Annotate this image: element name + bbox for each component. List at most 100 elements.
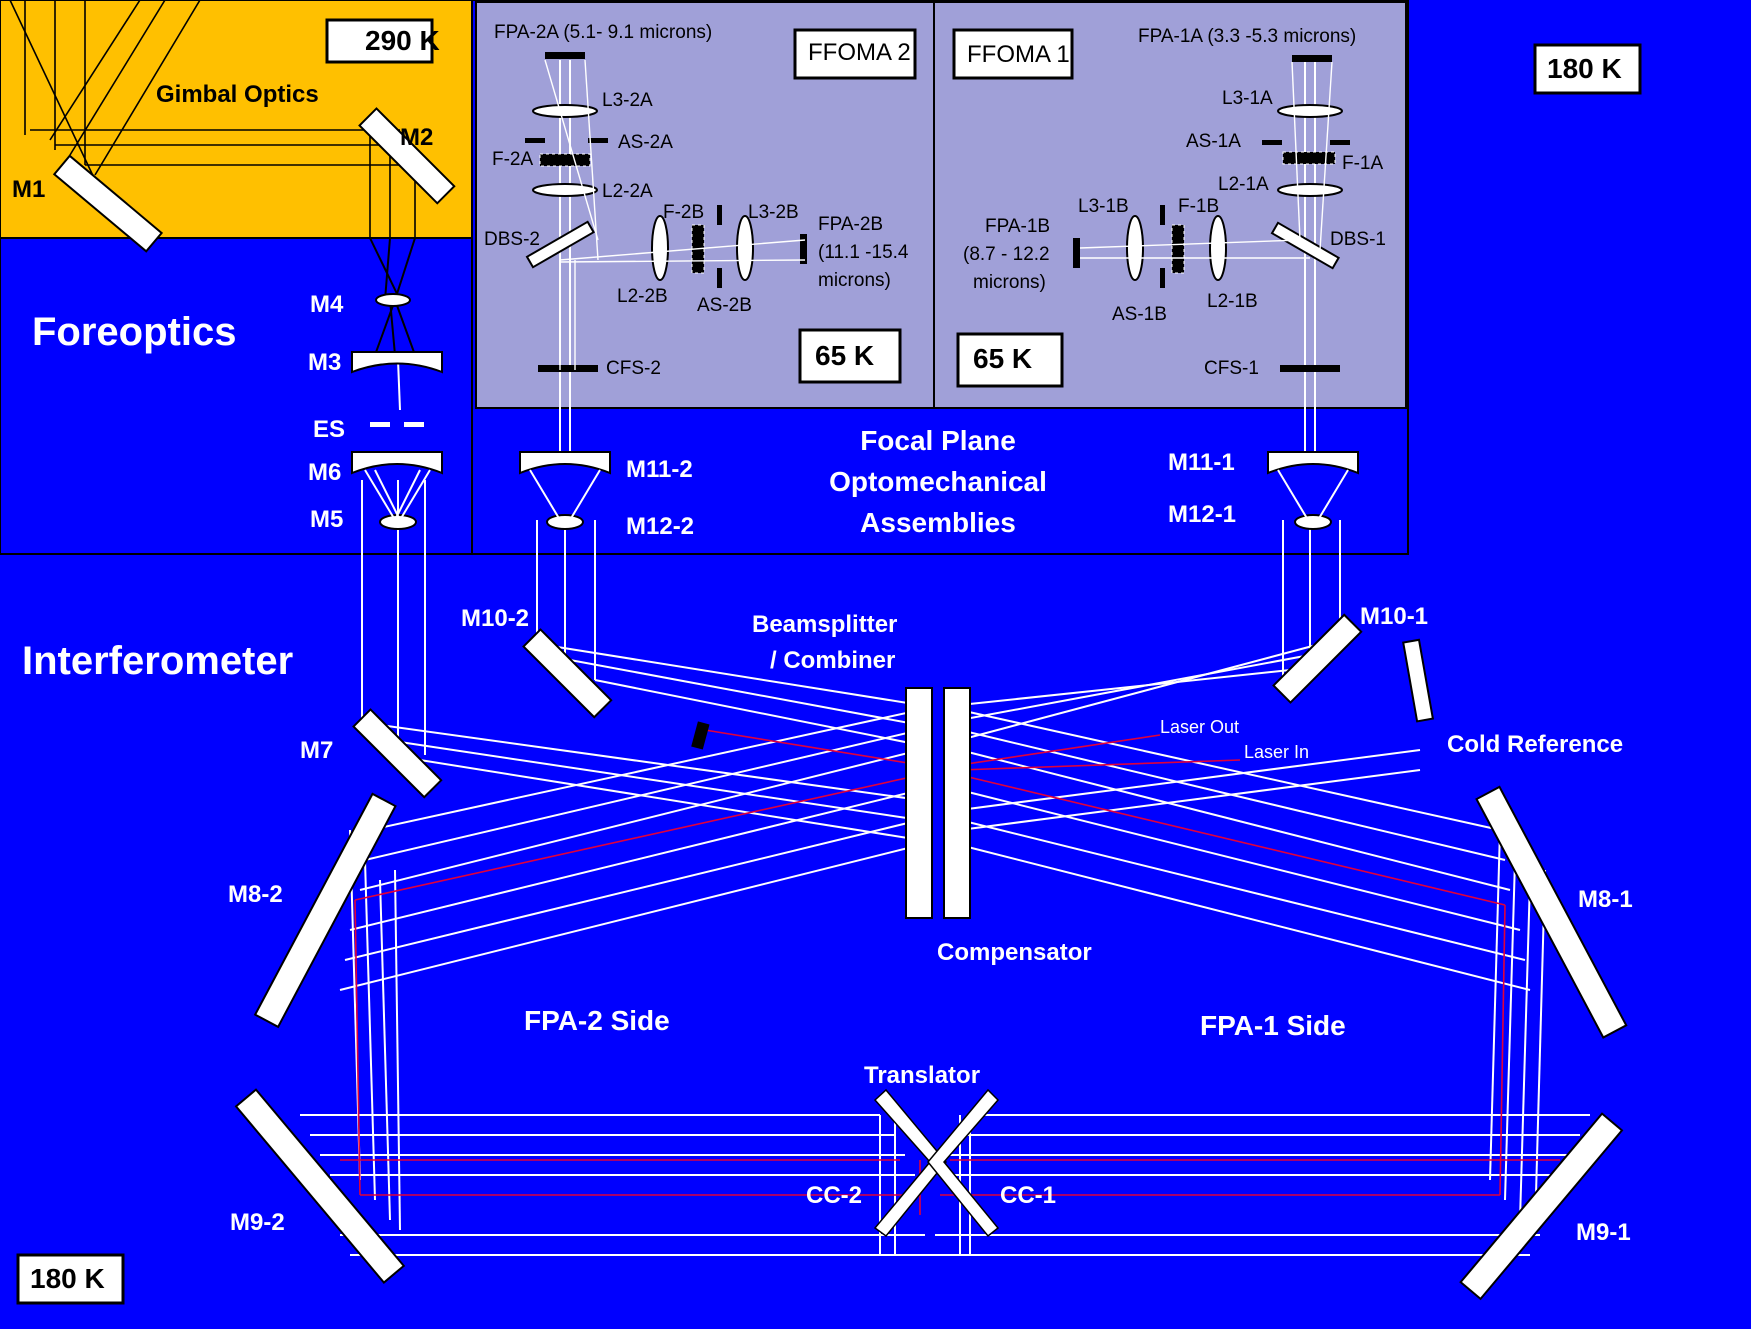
ffoma1-title-box xyxy=(952,28,1074,80)
laser-out-label: Laser Out xyxy=(1160,717,1239,737)
m3-mirror xyxy=(351,351,443,374)
laser-beams xyxy=(340,729,1560,1215)
as-1a-stop-right xyxy=(1330,140,1350,145)
ffoma1-temp-box xyxy=(956,332,1064,388)
m8-2-mirror xyxy=(253,792,397,1029)
as-1a-stop-left xyxy=(1262,140,1282,145)
m12-1-label: M12-1 xyxy=(1168,501,1236,528)
gimbal-temp-label: 290 K xyxy=(365,25,440,56)
l3-1a-lens xyxy=(1277,104,1343,118)
foreoptics-title: Foreoptics xyxy=(32,310,236,354)
m7-label: M7 xyxy=(300,737,333,764)
m4-mirror xyxy=(375,293,411,307)
m1-mirror xyxy=(52,154,164,253)
m11-2-label: M11-2 xyxy=(626,456,693,483)
gimbal-temp-box xyxy=(325,18,434,64)
fpa-1b-label-line1: FPA-1B xyxy=(985,216,1050,237)
m5-label: M5 xyxy=(310,506,343,533)
fpa-1a-detector xyxy=(1292,55,1332,62)
fpa-2b-label-line2: (11.1 -15.4 xyxy=(818,242,909,263)
l2-1a-lens xyxy=(1277,183,1343,197)
m10-1-mirror xyxy=(1272,613,1363,704)
interferometer-title: Interferometer xyxy=(22,639,293,683)
as-1b-stop-top xyxy=(1160,205,1165,225)
m6-label: M6 xyxy=(308,459,341,486)
m12-2-label: M12-2 xyxy=(626,513,694,540)
l2-1a-label: L2-1A xyxy=(1218,174,1269,195)
f-2b-label: F-2B xyxy=(663,202,704,223)
as-2a-label: AS-2A xyxy=(618,132,673,153)
focal-plane-title-line3: Assemblies xyxy=(860,507,1016,538)
f-1a-filter xyxy=(1282,151,1336,165)
beamsplitter-plate xyxy=(905,687,933,919)
ffoma1-title: FFOMA 1 xyxy=(967,41,1070,68)
m8-1-mirror xyxy=(1475,785,1628,1039)
l3-1b-lens xyxy=(1126,215,1144,281)
m9-2-mirror xyxy=(234,1088,406,1284)
m12-2-mirror xyxy=(546,514,584,530)
m7-mirror xyxy=(352,708,443,799)
m4-label: M4 xyxy=(310,291,344,318)
l3-2a-lens xyxy=(532,104,598,118)
cold-reference-label: Cold Reference xyxy=(1447,731,1623,758)
m8-2-label: M8-2 xyxy=(228,881,283,908)
f-1b-filter xyxy=(1171,224,1185,274)
m10-1-label: M10-1 xyxy=(1360,603,1428,630)
translator-corner-cubes xyxy=(873,1088,1000,1238)
m9-1-mirror xyxy=(1459,1112,1624,1301)
ffoma2-temp-label: 65 K xyxy=(815,340,874,371)
f-1a-label: F-1A xyxy=(1342,153,1384,174)
m8-1-label: M8-1 xyxy=(1578,886,1633,913)
as-2b-label: AS-2B xyxy=(697,295,752,316)
fpa-2a-label: FPA-2A (5.1- 9.1 microns) xyxy=(494,22,712,43)
laser-in-label: Laser In xyxy=(1244,742,1309,762)
translator-label: Translator xyxy=(864,1062,980,1089)
m11-1-mirror xyxy=(1267,451,1359,475)
m11-1-label: M11-1 xyxy=(1168,449,1235,476)
dbs-1-splitter xyxy=(1270,221,1340,270)
m2-mirror xyxy=(358,107,456,205)
cfs-2-stop xyxy=(538,365,598,372)
ffoma2-optics xyxy=(525,52,807,372)
m11-2-beams xyxy=(529,469,601,521)
fpa-2b-detector xyxy=(800,234,807,264)
focal-plane-title-line1: Focal Plane xyxy=(860,425,1016,456)
l2-2b-label: L2-2B xyxy=(617,286,668,307)
laser-source xyxy=(691,721,710,750)
gimbal-optics-title: Gimbal Optics xyxy=(156,81,319,108)
as-2a-stop-left xyxy=(525,138,545,143)
ffoma1-temp-label: 65 K xyxy=(973,343,1032,374)
cc-2-label: CC-2 xyxy=(806,1182,862,1209)
outer-temp-bottom-box xyxy=(16,1253,125,1305)
m9-1-label: M9-1 xyxy=(1576,1219,1631,1246)
outer-temp-bottom-label: 180 K xyxy=(30,1263,105,1294)
m3-label: M3 xyxy=(308,349,341,376)
outer-temp-top-box xyxy=(1533,43,1642,95)
as-1b-stop-bottom xyxy=(1160,268,1165,288)
ffoma2-title: FFOMA 2 xyxy=(808,39,911,66)
fpa-1b-label-line3: microns) xyxy=(973,272,1046,293)
l2-2b-lens xyxy=(651,215,669,281)
as-2b-stop-bottom xyxy=(717,268,722,288)
l3-2b-label: L3-2B xyxy=(748,202,799,223)
es-stop-left xyxy=(370,422,390,427)
dbs-1-label: DBS-1 xyxy=(1330,229,1386,250)
l2-2a-label: L2-2A xyxy=(602,181,653,202)
cfs-2-label: CFS-2 xyxy=(606,358,661,379)
gimbal-beams xyxy=(9,0,420,238)
ffoma1-optics xyxy=(1073,55,1350,372)
es-stop-right xyxy=(404,422,424,427)
fpa-2b-label-line3: microns) xyxy=(818,270,891,291)
fpa-1b-detector xyxy=(1073,238,1080,268)
dbs-2-splitter xyxy=(525,220,595,269)
m10-2-label: M10-2 xyxy=(461,605,529,632)
cc-1-label: CC-1 xyxy=(1000,1182,1056,1209)
focal-plane-title-line2: Optomechanical xyxy=(829,466,1047,497)
dbs-2-label: DBS-2 xyxy=(484,229,540,250)
as-1a-label: AS-1A xyxy=(1186,131,1241,152)
cfs-1-label: CFS-1 xyxy=(1204,358,1259,379)
beamsplitter-label-line2: / Combiner xyxy=(770,647,895,674)
es-label: ES xyxy=(313,416,345,443)
